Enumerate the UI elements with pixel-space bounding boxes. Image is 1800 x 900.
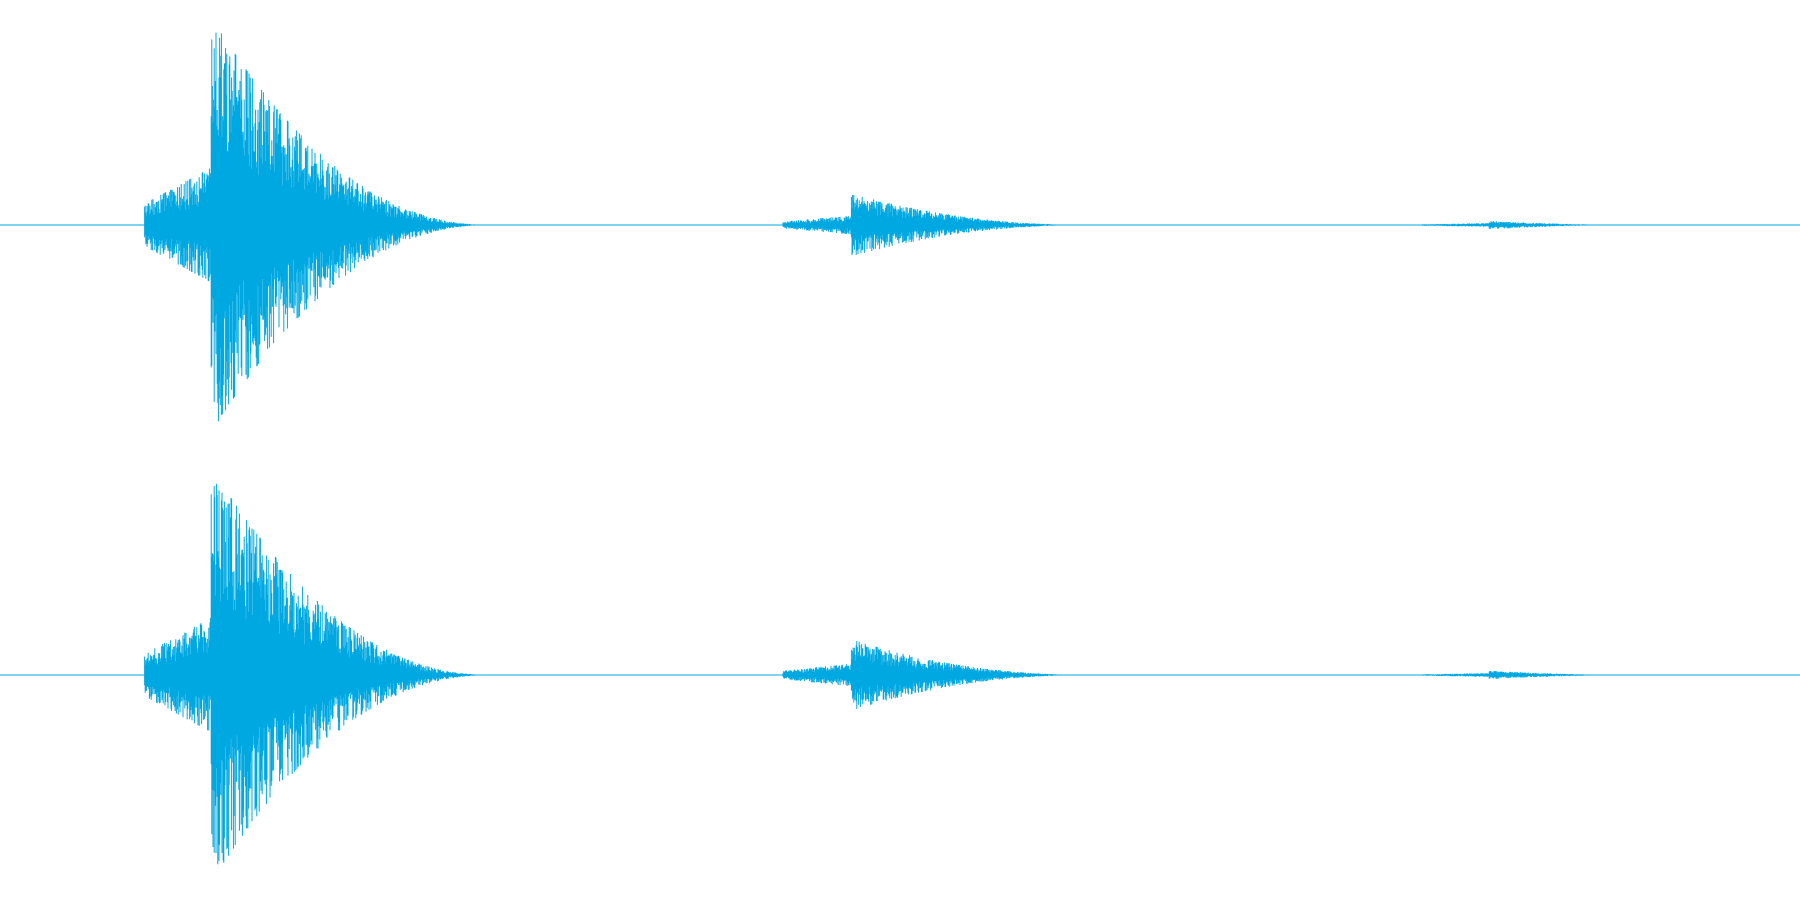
channel-2-waveform	[144, 483, 1631, 865]
waveform-channel-2	[0, 483, 1800, 865]
channel-1-waveform	[144, 32, 1634, 422]
waveform-channel-1	[0, 32, 1800, 422]
